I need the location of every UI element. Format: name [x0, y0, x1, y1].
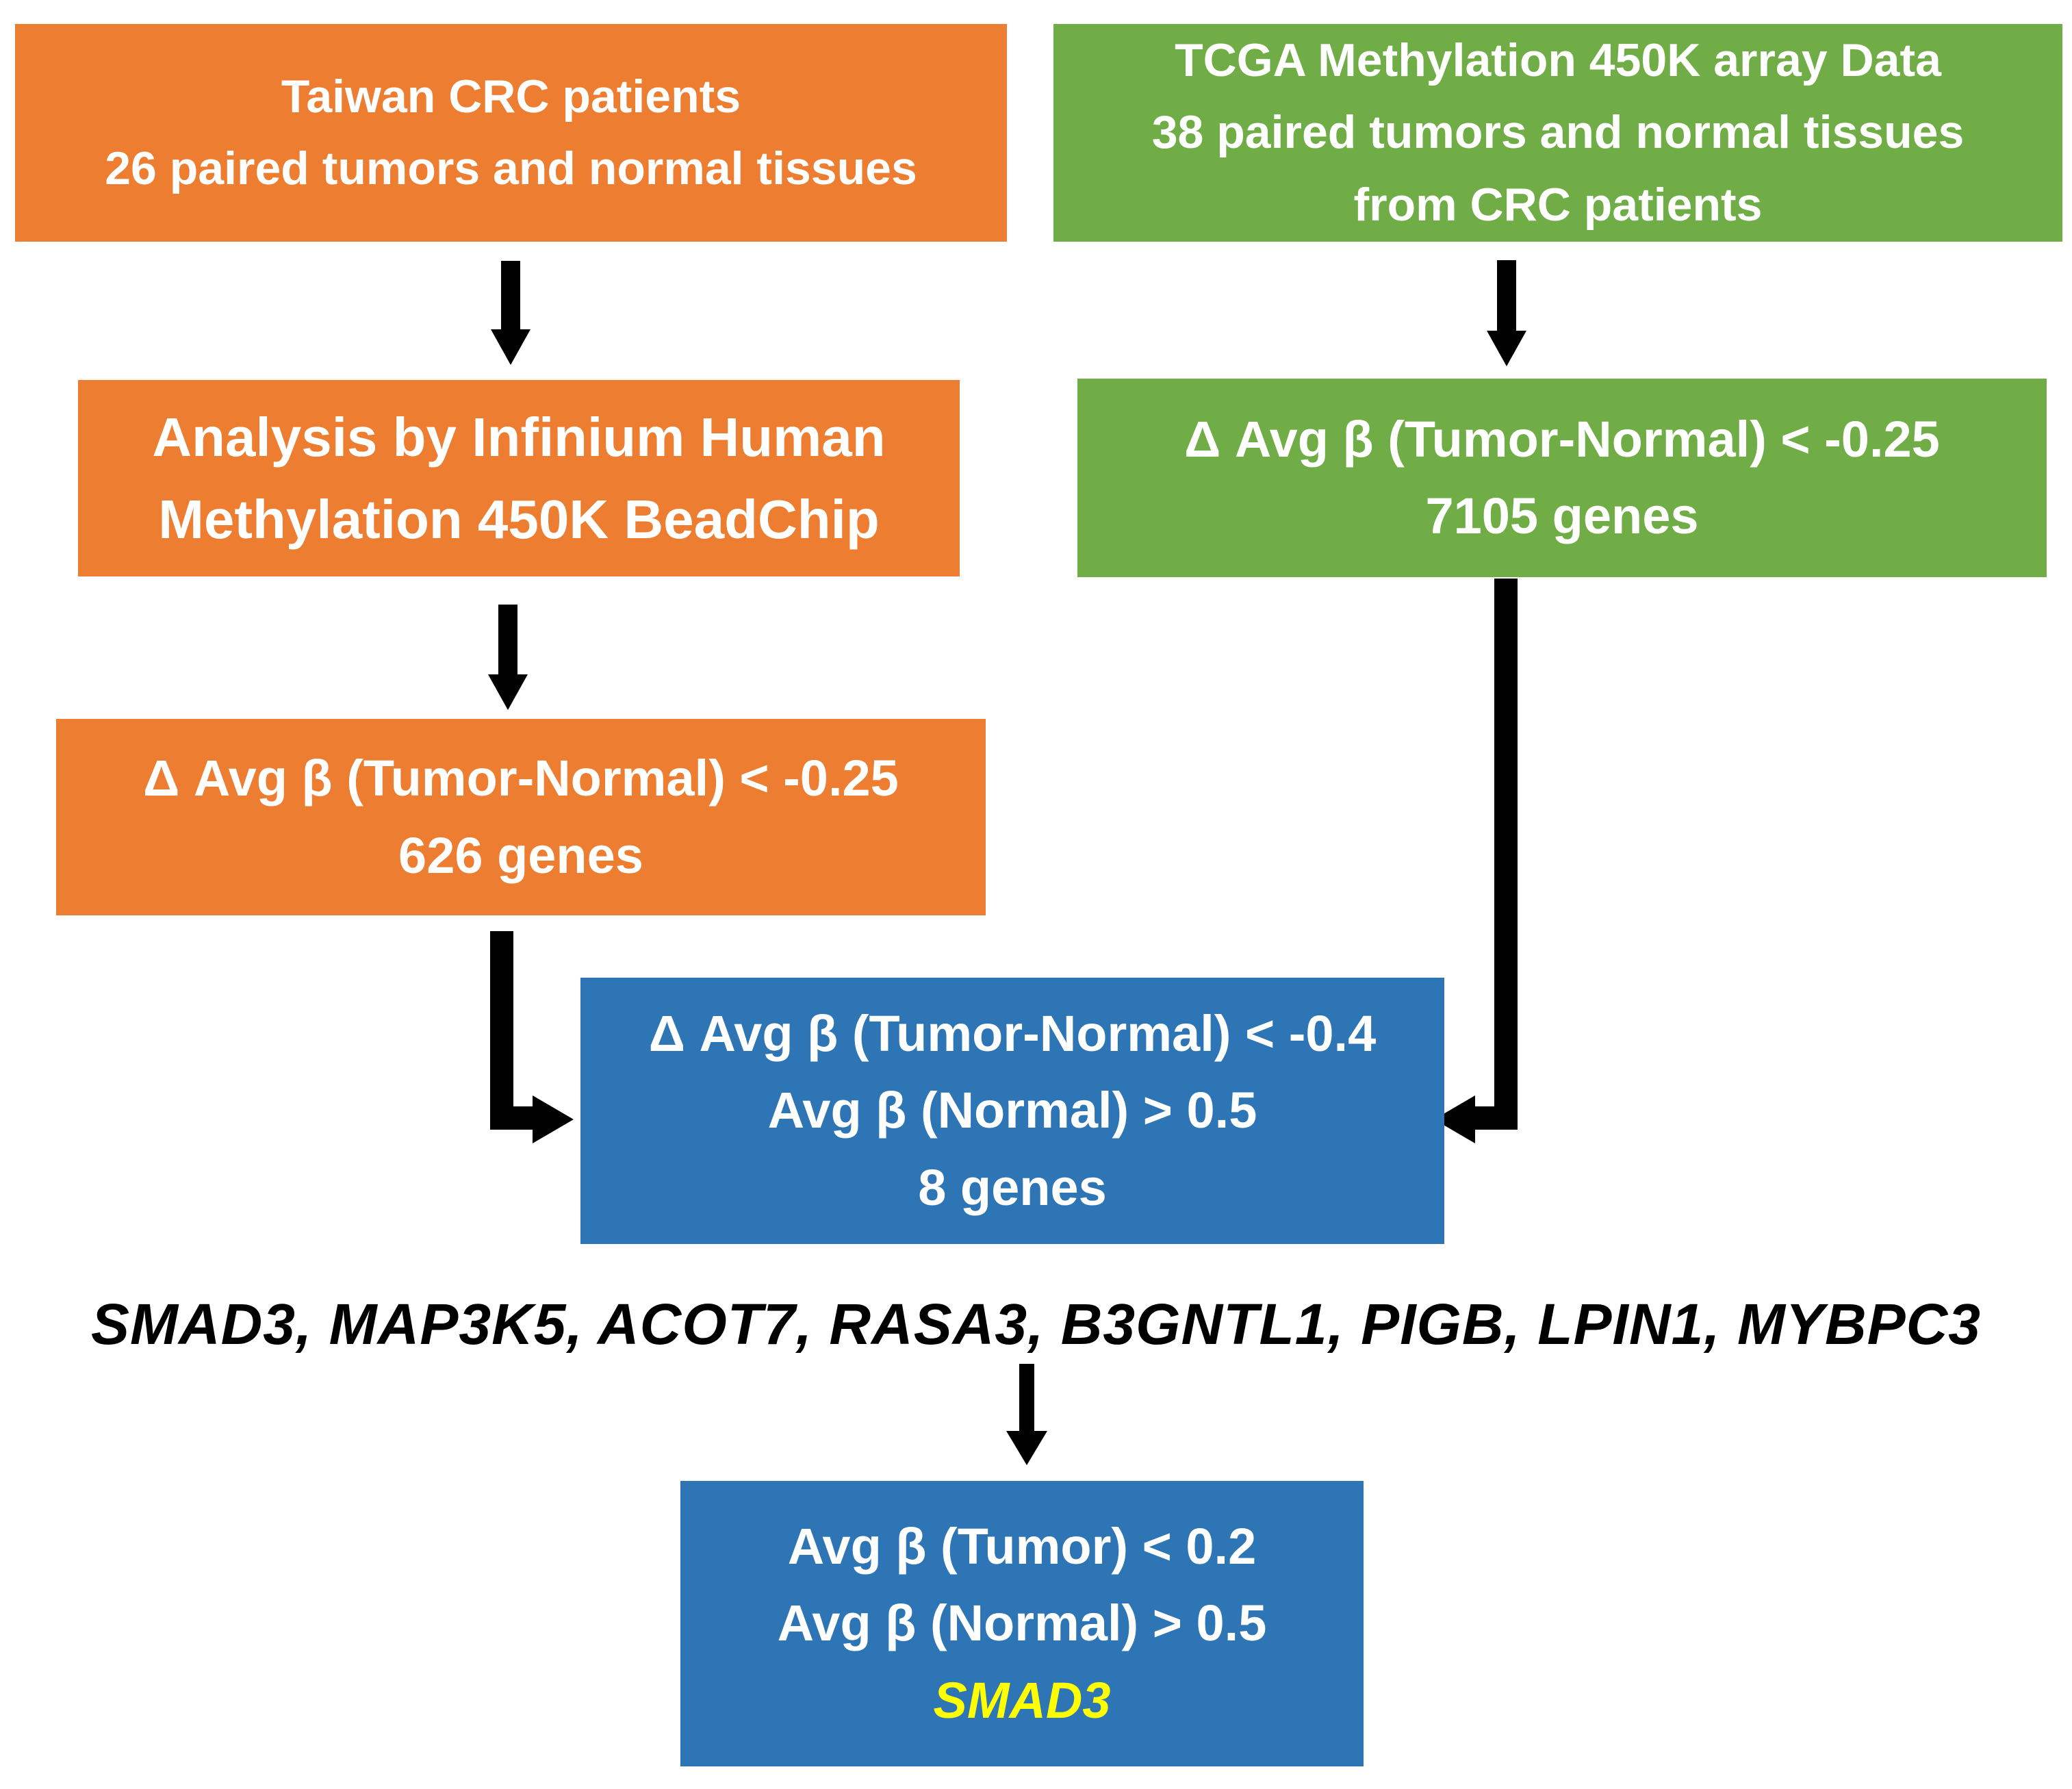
analysis-line2: Methylation 450K BeadChip	[158, 488, 880, 550]
final-filter-line2: Avg β (Normal) > 0.5	[777, 1595, 1267, 1652]
down-arrow-thin-icon	[1006, 1364, 1047, 1465]
tcga-filter-box: Δ Avg β (Tumor-Normal) < -0.25 7105 gene…	[1077, 379, 2047, 577]
combined-filter-line2: Avg β (Normal) > 0.5	[767, 1082, 1257, 1139]
final-highlight-gene: SMAD3	[933, 1671, 1111, 1729]
elbow-right-arrow-icon	[490, 931, 574, 1143]
taiwan-source-line2: 26 paired tumors and normal tissues	[105, 142, 917, 194]
down-arrow-icon	[491, 261, 530, 365]
combined-filter-line1: Δ Avg β (Tumor-Normal) < -0.4	[648, 1004, 1377, 1062]
tcga-filter-line2: 7105 genes	[1425, 487, 1699, 544]
elbow-left-arrow-icon	[1434, 579, 1518, 1143]
final-filter-box: Avg β (Tumor) < 0.2 Avg β (Normal) > 0.5…	[680, 1481, 1364, 1766]
final-filter-line1: Avg β (Tumor) < 0.2	[787, 1517, 1257, 1575]
tcga-source-line1: TCGA Methylation 450K array Data	[1175, 34, 1941, 86]
analysis-box: Analysis by Infinium Human Methylation 4…	[78, 380, 960, 576]
taiwan-filter-box: Δ Avg β (Tumor-Normal) < -0.25 626 genes	[56, 719, 986, 915]
tcga-source-line2: 38 paired tumors and normal tissues	[1151, 106, 1965, 159]
down-arrow-icon	[1487, 260, 1526, 366]
combined-filter-box: Δ Avg β (Tumor-Normal) < -0.4 Avg β (Nor…	[580, 978, 1444, 1244]
analysis-line1: Analysis by Infinium Human	[152, 406, 886, 468]
tcga-source-line3: from CRC patients	[1353, 178, 1763, 231]
taiwan-source-box: Taiwan CRC patients 26 paired tumors and…	[15, 24, 1007, 242]
tcga-filter-line1: Δ Avg β (Tumor-Normal) < -0.25	[1184, 410, 1940, 468]
combined-filter-line3: 8 genes	[918, 1158, 1107, 1216]
taiwan-filter-line1: Δ Avg β (Tumor-Normal) < -0.25	[143, 750, 899, 807]
taiwan-filter-line2: 626 genes	[398, 826, 643, 884]
down-arrow-icon	[488, 605, 528, 710]
gene-list-text: SMAD3, MAP3K5, ACOT7, RASA3, B3GNTL1, PI…	[90, 1292, 1982, 1356]
tcga-source-box: TCGA Methylation 450K array Data 38 pair…	[1053, 24, 2062, 242]
taiwan-source-line1: Taiwan CRC patients	[281, 70, 741, 123]
